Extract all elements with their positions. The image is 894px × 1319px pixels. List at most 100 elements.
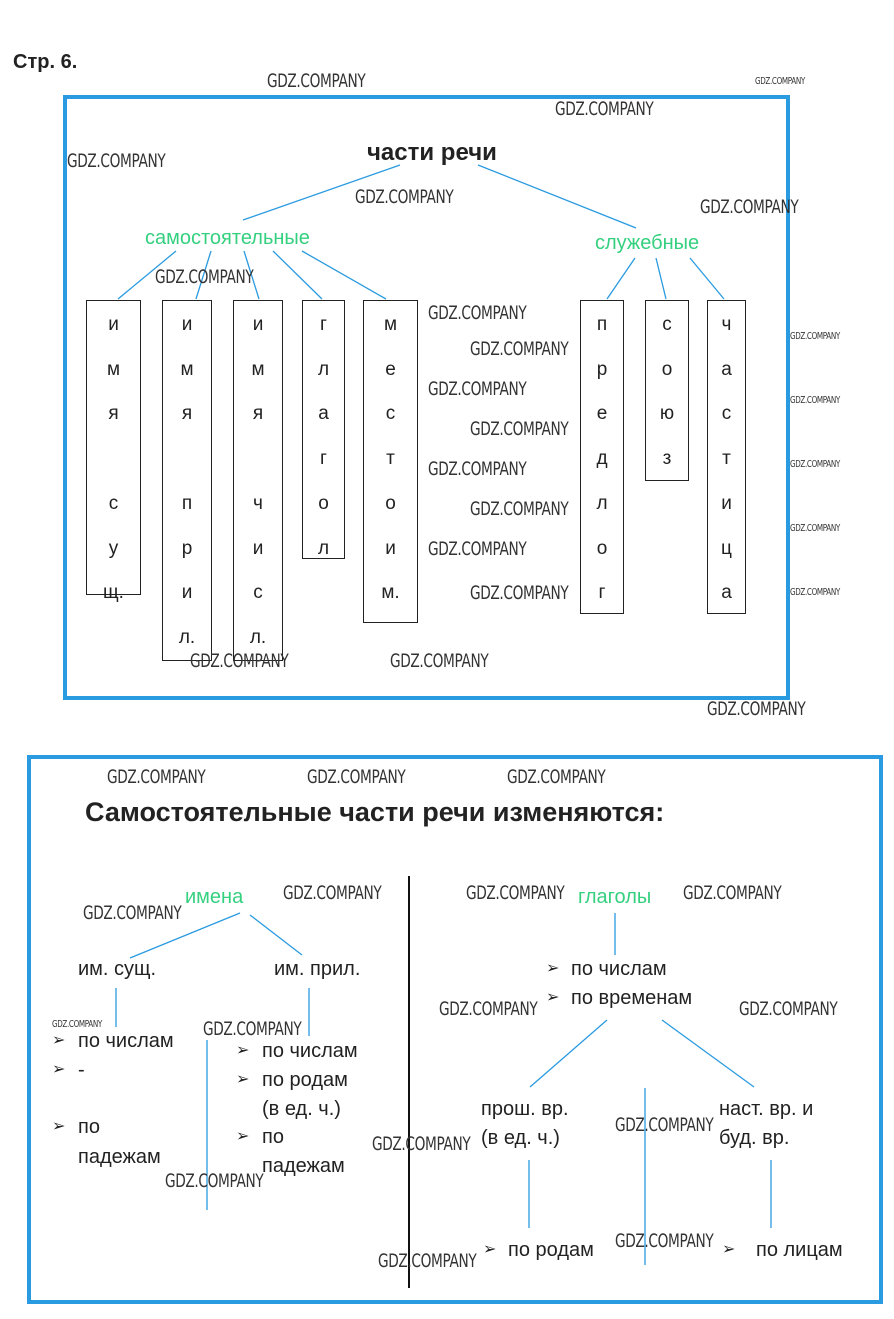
adj-bullet: по — [262, 1126, 284, 1148]
watermark: GDZ.COMPANY — [700, 196, 799, 218]
watermark: GDZ.COMPANY — [790, 523, 840, 534]
box-letter: п — [181, 492, 193, 514]
names-label: имена — [185, 886, 244, 908]
box-letter: ц — [721, 537, 732, 559]
watermark: GDZ.COMPANY — [470, 338, 569, 360]
watermark: GDZ.COMPANY — [372, 1133, 471, 1155]
watermark: GDZ.COMPANY — [203, 1018, 302, 1040]
adj-label: им. прил. — [274, 958, 361, 980]
box-letter: о — [318, 492, 329, 514]
box-letter: а — [721, 358, 732, 380]
verb-bullet: по числам — [571, 958, 667, 980]
box-letter: о — [661, 358, 673, 380]
arrow-bullet-icon: ➢ — [546, 960, 560, 977]
arrow-bullet-icon: ➢ — [546, 989, 560, 1006]
box-letter: и — [108, 314, 119, 335]
watermark: GDZ.COMPANY — [470, 418, 569, 440]
box-letter: о — [596, 537, 608, 559]
box-letter: г — [598, 582, 606, 604]
watermark: GDZ.COMPANY — [307, 766, 406, 788]
watermark: GDZ.COMPANY — [155, 266, 254, 288]
watermark: GDZ.COMPANY — [52, 1019, 102, 1030]
box-letter: с — [721, 403, 732, 425]
watermark: GDZ.COMPANY — [428, 302, 527, 324]
watermark: GDZ.COMPANY — [739, 998, 838, 1020]
box-letter: а — [721, 582, 732, 604]
box-letter: с — [385, 403, 396, 425]
box-letter: и — [721, 492, 732, 514]
watermark: GDZ.COMPANY — [378, 1250, 477, 1272]
box-letter: г — [320, 314, 327, 335]
inflection-frame — [27, 755, 883, 1304]
watermark: GDZ.COMPANY — [615, 1230, 714, 1252]
box-letter: а — [318, 403, 329, 425]
box-letter: п — [596, 314, 608, 335]
watermark: GDZ.COMPANY — [555, 98, 654, 120]
verb-bullet: по временам — [571, 987, 693, 1009]
box-letter: г — [320, 448, 327, 470]
watermark: GDZ.COMPANY — [283, 882, 382, 904]
box-letter: е — [385, 358, 396, 380]
watermark: GDZ.COMPANY — [707, 698, 806, 720]
watermark: GDZ.COMPANY — [755, 76, 805, 87]
arrow-bullet-icon: ➢ — [52, 1061, 66, 1078]
watermark: GDZ.COMPANY — [790, 459, 840, 470]
auxiliary-label: служебные — [595, 232, 700, 254]
adj-bullet: падежам — [262, 1155, 345, 1177]
box-letter: м — [180, 358, 194, 380]
box-letter: м — [383, 314, 398, 335]
adj-bullet: по родам — [262, 1069, 348, 1091]
box-letter: т — [722, 448, 731, 470]
watermark: GDZ.COMPANY — [470, 582, 569, 604]
noun-bullet: по числам — [78, 1030, 174, 1052]
box-letter: р — [181, 537, 193, 559]
watermark: GDZ.COMPANY — [428, 458, 527, 480]
box-letter: м — [251, 358, 265, 380]
box-letter: л — [317, 537, 330, 559]
box-letter: м — [106, 358, 121, 380]
box-letter: ч — [721, 314, 732, 335]
watermark: GDZ.COMPANY — [790, 587, 840, 598]
box-letter: у — [108, 537, 119, 559]
watermark: GDZ.COMPANY — [390, 650, 489, 672]
watermark: GDZ.COMPANY — [466, 882, 565, 904]
past-tense-label: (в ед. ч.) — [481, 1127, 560, 1149]
watermark: GDZ.COMPANY — [470, 498, 569, 520]
box-letter: с — [253, 582, 263, 604]
verbs-label: глаголы — [578, 886, 652, 908]
past-tense-label: прош. вр. — [481, 1098, 569, 1120]
box-letter: с — [108, 492, 119, 514]
root-title: части речи — [367, 139, 497, 166]
arrow-bullet-icon: ➢ — [52, 1032, 66, 1049]
watermark: GDZ.COMPANY — [428, 538, 527, 560]
box-letter: и — [252, 314, 264, 335]
present-tense-label: буд. вр. — [719, 1127, 790, 1149]
watermark: GDZ.COMPANY — [615, 1114, 714, 1136]
noun-bullet: падежам — [78, 1146, 161, 1168]
watermark: GDZ.COMPANY — [439, 998, 538, 1020]
watermark: GDZ.COMPANY — [83, 902, 182, 924]
past-bullet: по родам — [508, 1239, 594, 1261]
box-letter: и — [385, 537, 396, 559]
independent-label: самостоятельные — [145, 227, 310, 249]
page-label: Стр. 6. — [13, 51, 78, 73]
box-letter: щ. — [103, 582, 124, 604]
box-letter: я — [252, 403, 264, 425]
box-letter: л — [317, 358, 330, 380]
watermark: GDZ.COMPANY — [507, 766, 606, 788]
arrow-bullet-icon: ➢ — [483, 1241, 497, 1258]
noun-bullet: по — [78, 1116, 100, 1138]
arrow-bullet-icon: ➢ — [236, 1042, 250, 1059]
box-letter: л — [596, 492, 608, 514]
inflection-title: Самостоятельные части речи изменяются: — [85, 797, 665, 827]
arrow-bullet-icon: ➢ — [52, 1118, 66, 1135]
box-letter: и — [181, 314, 193, 335]
arrow-bullet-icon: ➢ — [722, 1241, 736, 1258]
